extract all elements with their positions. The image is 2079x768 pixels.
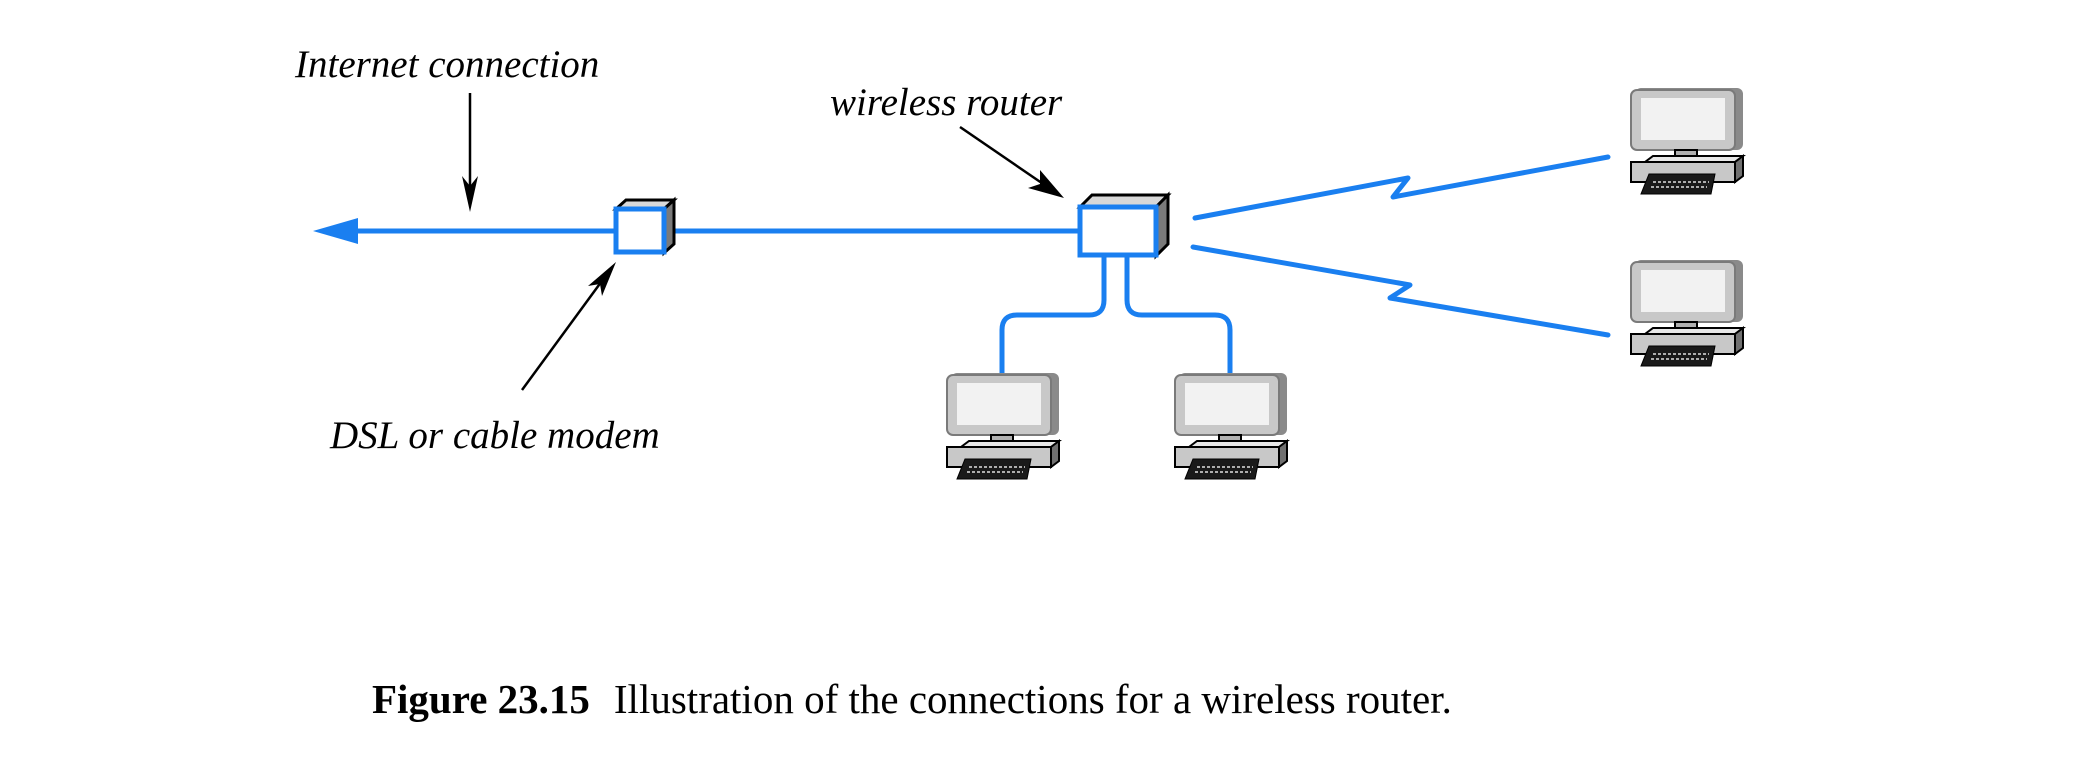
figure-number: Figure 23.15 <box>372 676 590 722</box>
computer-wireless-1-icon <box>1630 87 1744 195</box>
wired-link-1 <box>999 254 1107 380</box>
modem-label: DSL or cable modem <box>329 414 660 457</box>
internet-annotation-arrow <box>462 93 478 212</box>
internet-connection-label: Internet connection <box>294 43 599 86</box>
computer-wired-2-icon <box>1174 372 1288 480</box>
figure-caption-text: Illustration of the connections for a wi… <box>614 676 1452 722</box>
router-icon <box>1076 191 1172 260</box>
modem-annotation-arrow <box>520 262 616 391</box>
wired-link-2 <box>1124 254 1233 380</box>
computer-wireless-2-icon <box>1630 259 1744 367</box>
wireless-router-label: wireless router <box>830 81 1063 124</box>
internet-link <box>313 218 617 244</box>
wireless-link-1 <box>1192 154 1611 221</box>
router-annotation-arrow <box>959 125 1064 198</box>
figure-caption: Figure 23.15 Illustration of the connect… <box>372 676 1452 722</box>
modem-icon <box>612 196 678 257</box>
internet-arrowhead <box>313 218 358 244</box>
computer-wired-1-icon <box>946 372 1060 480</box>
wireless-link-2 <box>1190 244 1611 338</box>
